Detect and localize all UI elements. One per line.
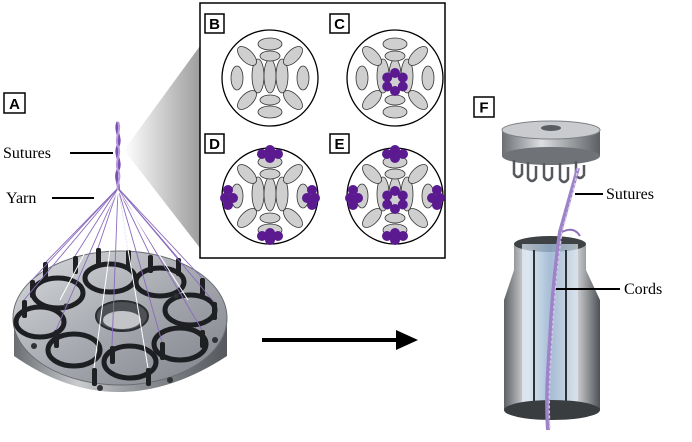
purple-sutures (382, 68, 408, 96)
cap-hooks (512, 160, 586, 184)
sutures-label-left: Sutures (3, 145, 51, 162)
disc-center-hole-inner (103, 311, 141, 329)
panel-e-letter: E (329, 133, 350, 154)
purple-sutures (220, 145, 320, 245)
cross-section-d (220, 145, 320, 245)
gray-fibers (230, 155, 310, 237)
panel-a: A (3, 46, 228, 392)
gray-fibers (230, 37, 310, 119)
sutures-label-right: Sutures (606, 186, 654, 203)
cross-section-b (221, 29, 319, 127)
zoom-cone (124, 46, 200, 248)
braided-sutures (115, 121, 121, 191)
svg-text:D: D (209, 136, 220, 153)
disc-track-rings (13, 261, 218, 381)
yarn-label: Yarn (6, 190, 36, 207)
cross-section-inset: B C D E (199, 2, 446, 259)
panel-b-letter: B (204, 13, 225, 34)
panel-c-letter: C (329, 13, 350, 34)
svg-text:C: C (334, 16, 345, 33)
cross-section-e (345, 145, 445, 245)
process-arrow (262, 330, 418, 350)
panel-a-letter: A (9, 96, 20, 113)
panel-f-letter: F (479, 100, 488, 117)
svg-text:E: E (334, 136, 344, 153)
braider-cap (501, 120, 601, 165)
gray-fibers (355, 37, 435, 119)
panel-d-letter: D (204, 133, 225, 154)
panel-f: F Sutu (473, 96, 662, 431)
disc-bobbin-pins (22, 248, 217, 386)
panel-f-letter-box (473, 96, 495, 118)
purple-sutures (345, 145, 445, 245)
panel-a-letter-box (3, 92, 26, 114)
white-yarn-lines (59, 189, 189, 369)
braided-cord (545, 167, 581, 431)
svg-text:B: B (209, 16, 220, 33)
cross-section-c (346, 29, 444, 127)
cords-label: Cords (624, 281, 662, 298)
